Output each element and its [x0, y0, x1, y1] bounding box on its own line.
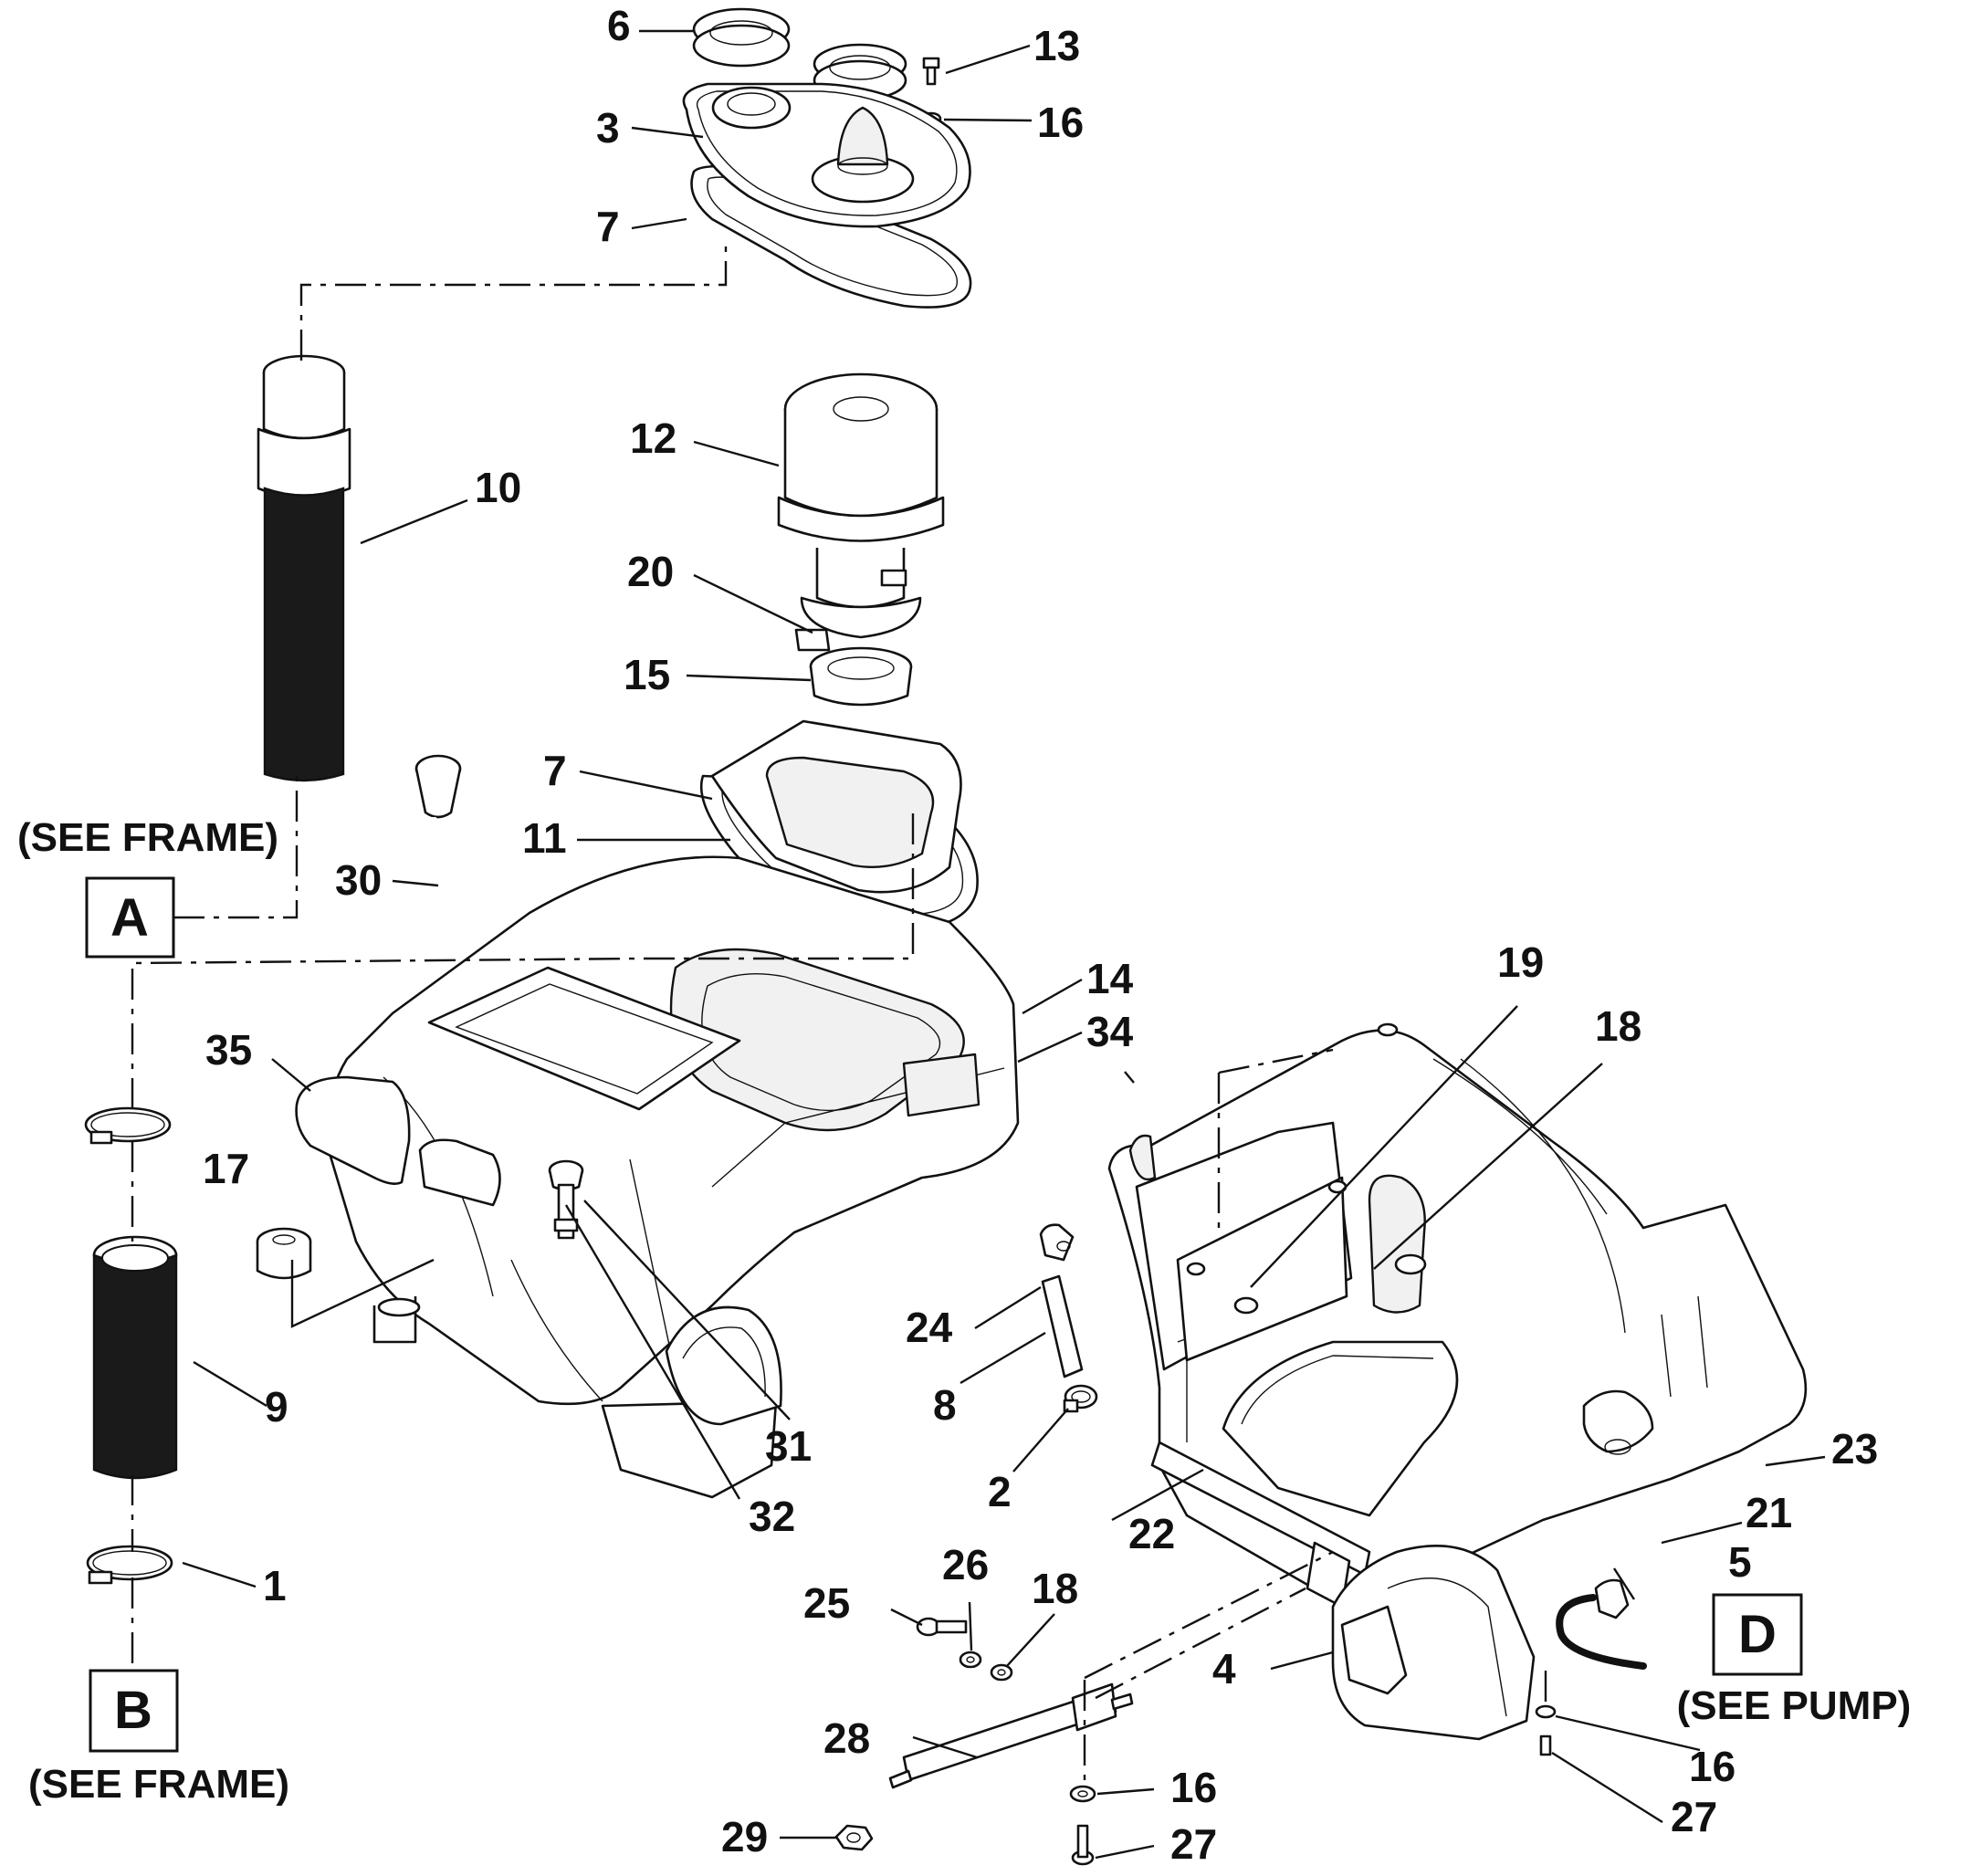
reference-d: D: [1712, 1593, 1803, 1676]
motor-body-20: [794, 548, 922, 652]
screw-13: [922, 57, 940, 86]
screw-25: [916, 1617, 968, 1637]
reference-b-note: (SEE FRAME): [28, 1762, 289, 1807]
fitting-32: [553, 1183, 579, 1240]
vacuum-motor-12: [777, 372, 945, 542]
callout-25: 25: [803, 1579, 850, 1627]
hose-9: [92, 1235, 178, 1480]
leader-lines: [182, 29, 1826, 1860]
callout-11: 11: [522, 814, 567, 862]
wire-d: [1556, 1594, 1647, 1670]
callout-17: 17: [203, 1145, 249, 1192]
callout-29: 29: [721, 1813, 768, 1860]
decal-35: [295, 1075, 411, 1185]
washer-16-right: [1535, 1704, 1557, 1719]
callout-27-lower: 27: [1170, 1820, 1217, 1868]
bar-28: [888, 1682, 1134, 1789]
callout-26: 26: [942, 1541, 989, 1588]
tube-8: [1041, 1274, 1084, 1378]
callout-21: 21: [1746, 1489, 1792, 1536]
screw-27-lower: [1071, 1824, 1095, 1866]
callout-13: 13: [1033, 22, 1080, 69]
callout-22: 22: [1128, 1510, 1175, 1557]
elbow-fitting-5: [1594, 1578, 1630, 1619]
callout-18-right: 18: [1595, 1002, 1641, 1050]
callout-10: 10: [475, 464, 521, 511]
reference-d-letter: D: [1738, 1605, 1777, 1664]
callout-28: 28: [823, 1714, 870, 1762]
washer-26: [959, 1651, 982, 1669]
callout-19: 19: [1497, 938, 1544, 986]
clamp-2: [1063, 1384, 1098, 1413]
washer-18: [990, 1663, 1013, 1682]
callout-27-right: 27: [1671, 1793, 1717, 1840]
callout-labels: 6 13 3 16 7 10 12 20 15 7 11 30 14 34 35…: [203, 2, 1878, 1868]
recovery-tank-14: [326, 855, 1020, 1499]
hose-clamp-1: [86, 1545, 173, 1585]
callout-15: 15: [624, 651, 670, 698]
cover-4: [1331, 1545, 1536, 1741]
decal-small: [418, 1138, 501, 1207]
callout-6: 6: [607, 2, 631, 49]
reference-a: A: [85, 876, 175, 959]
callout-24: 24: [906, 1304, 953, 1351]
callout-35: 35: [205, 1026, 252, 1074]
assembly-lines: [131, 246, 1547, 1785]
screw-27-right: [1539, 1735, 1552, 1756]
callout-3: 3: [596, 104, 620, 152]
cover-plate-3: [682, 82, 971, 228]
callout-2: 2: [988, 1468, 1012, 1515]
callout-34: 34: [1086, 1008, 1134, 1055]
fitting-24: [1039, 1223, 1075, 1262]
callout-8: 8: [933, 1381, 957, 1429]
callout-16-top: 16: [1037, 99, 1084, 146]
reference-d-note: (SEE PUMP): [1677, 1683, 1912, 1728]
motor-mount-11: [699, 719, 979, 931]
callout-20: 20: [627, 548, 674, 595]
callout-16-right: 16: [1689, 1743, 1736, 1790]
callout-9: 9: [265, 1383, 288, 1431]
reference-b: B: [89, 1669, 179, 1753]
callout-23: 23: [1831, 1425, 1878, 1473]
callout-7-lower: 7: [543, 747, 567, 794]
reference-b-letter: B: [114, 1681, 152, 1740]
callout-18-lower: 18: [1032, 1565, 1078, 1612]
callout-1: 1: [263, 1562, 287, 1609]
callout-32: 32: [749, 1493, 795, 1540]
callout-7-top: 7: [596, 203, 620, 250]
callout-4: 4: [1212, 1645, 1236, 1693]
hose-clamp-upper: [84, 1106, 172, 1145]
nut-29: [834, 1824, 874, 1851]
callout-31: 31: [765, 1422, 812, 1470]
seal-ring-6: [692, 7, 791, 68]
washer-16-lower: [1069, 1785, 1096, 1803]
reference-a-letter: A: [110, 888, 149, 948]
reference-a-note: (SEE FRAME): [17, 815, 278, 860]
cap-17: [256, 1227, 312, 1280]
callout-16-lower: 16: [1170, 1764, 1217, 1811]
callout-12: 12: [630, 414, 676, 462]
motor-adapter-15: [809, 646, 913, 707]
hose-10: [257, 354, 351, 782]
callout-14: 14: [1086, 955, 1134, 1002]
callout-30: 30: [335, 856, 382, 904]
callout-5: 5: [1728, 1538, 1752, 1586]
